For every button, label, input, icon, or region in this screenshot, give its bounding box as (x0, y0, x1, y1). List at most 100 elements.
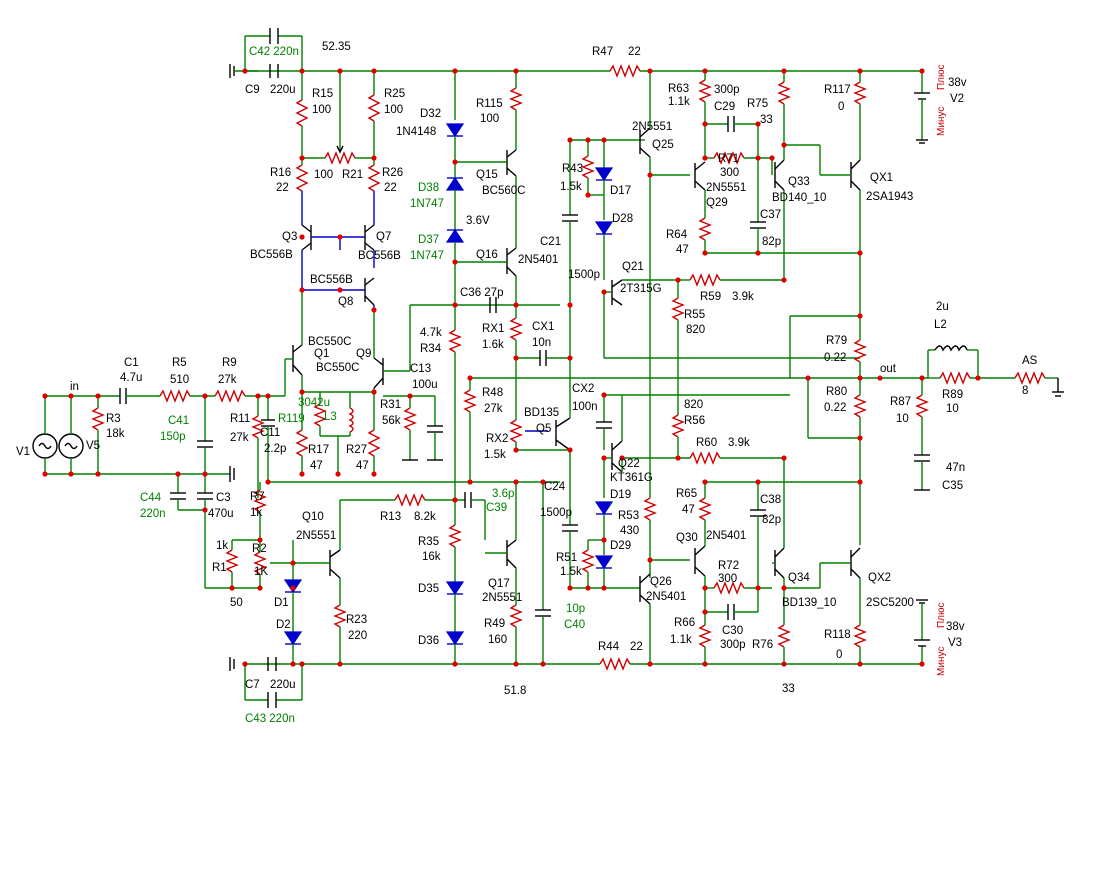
label-q34: Q34 (788, 572, 810, 584)
label-r79: R79 (826, 335, 847, 347)
resistor-r27 (367, 429, 381, 457)
label-r17: R17 (308, 444, 329, 456)
capacitor-c7 (267, 657, 277, 671)
inductor-l3 (348, 407, 354, 433)
label-q8-type: BC556B (310, 274, 353, 286)
label-r21: R21 (342, 169, 363, 181)
label-c7-value: 220u (270, 679, 296, 691)
label-r118-value: 0 (836, 649, 842, 661)
label-r56: R56 (684, 415, 705, 427)
label-l3: L3 (324, 411, 337, 423)
label-r71-value: 300 (720, 167, 739, 179)
label-c36: C36 27p (460, 287, 503, 299)
label-q10-type: 2N5551 (296, 530, 336, 542)
diode-d19 (594, 501, 614, 516)
label-v2-voltage: 38v (948, 77, 967, 89)
label-qx1: QX1 (870, 172, 893, 184)
label-r53: R53 (618, 510, 639, 522)
label-c21-value: 1500p (568, 269, 600, 281)
component-labels: C42 220n 52.35 C9 220u R15 100 R25 100 D… (16, 41, 1038, 725)
label-c29-value: 300p (714, 84, 740, 96)
label-r75: R75 (747, 98, 768, 110)
label-qx1-type: 2SA1943 (866, 191, 913, 203)
label-d38-value: 1N747 (410, 198, 444, 210)
label-in: in (70, 381, 79, 393)
signal-source-v1 (32, 433, 58, 459)
capacitor-c36 (489, 297, 497, 313)
transistor-q9 (373, 357, 384, 389)
label-r80: R80 (826, 386, 847, 398)
resistor-rx1 (509, 317, 523, 341)
label-c39-value: 3.6p (492, 488, 514, 500)
label-q26: Q26 (650, 576, 672, 588)
label-r15: R15 (312, 88, 333, 100)
resistor-r25 (367, 94, 381, 122)
label-r43: R43 (562, 163, 583, 175)
resistor-r3 (91, 407, 105, 431)
label-r115: R115 (476, 98, 503, 110)
label-d35: D35 (418, 583, 439, 595)
label-r9: R9 (222, 357, 237, 369)
resistor-r118 (853, 624, 867, 648)
resistor-r64 (698, 217, 712, 241)
label-q30-type: 2N5401 (706, 530, 746, 542)
label-r26: R26 (382, 167, 403, 179)
label-q16: Q16 (476, 249, 498, 261)
label-q9: Q9 (356, 348, 371, 360)
resistor-r115 (509, 87, 523, 111)
label-r5: R5 (172, 357, 187, 369)
label-l2: L2 (934, 319, 947, 331)
label-d36: D36 (418, 635, 439, 647)
transistor-q17 (506, 539, 517, 569)
label-r118: R118 (824, 629, 851, 641)
label-cx2: CX2 (572, 383, 594, 395)
label-q29: Q29 (706, 197, 728, 209)
label-r51-value: 1.5k (560, 566, 582, 578)
potentiometer-r21 (324, 151, 356, 165)
potentiometer-r2 (253, 551, 267, 575)
resistor-r35 (448, 524, 462, 548)
diode-d37 (445, 228, 465, 243)
label-c13-value: 100u (412, 379, 438, 391)
label-c11-value: 2.2p (264, 443, 286, 455)
transistor-q5 (555, 417, 571, 451)
label-q33: Q33 (788, 176, 810, 188)
resistor-r119 (313, 403, 327, 427)
label-q16-type: 2N5401 (518, 254, 558, 266)
capacitor-c37 (750, 221, 766, 229)
label-q33-type: BD140_10 (772, 192, 826, 204)
transistor-qx2 (850, 547, 861, 579)
label-r16: R16 (270, 167, 291, 179)
positive-rail (245, 70, 923, 93)
label-r13: R13 (380, 511, 401, 523)
label-r87: R87 (890, 396, 911, 408)
label-r55: R55 (684, 309, 705, 321)
label-c38: C38 (760, 494, 781, 506)
label-c41: C41 (168, 415, 189, 427)
label-minus-top: Минус (936, 107, 947, 136)
capacitor-c1 (119, 388, 127, 404)
label-r60-value: 3.9k (728, 437, 750, 449)
label-rx1: RX1 (482, 323, 504, 335)
label-51-8: 51.8 (504, 685, 526, 697)
label-c9: C9 (245, 84, 260, 96)
label-q34-type: BD139_10 (782, 597, 836, 609)
label-c1-value: 4.7u (120, 372, 142, 384)
resistor-r9 (214, 389, 246, 403)
capacitor-c9 (269, 64, 279, 78)
label-r63-value: 1.1k (668, 96, 690, 108)
resistor-r75 (777, 81, 791, 105)
label-plus-bottom: Плюс (936, 602, 947, 628)
label-c44: C44 (140, 492, 162, 504)
label-r63: R63 (668, 83, 689, 95)
label-r31-value: 56k (382, 415, 401, 427)
label-r56-value: 820 (684, 399, 703, 411)
label-r23: R23 (346, 614, 367, 626)
label-r21-value: 100 (314, 169, 333, 181)
label-l3-value: 3042u (298, 397, 330, 409)
capacitor-c35 (914, 454, 930, 462)
diode-d17 (594, 167, 614, 182)
label-q10: Q10 (302, 511, 324, 523)
label-c37: C37 (760, 209, 781, 221)
label-r64-value: 47 (676, 244, 689, 256)
